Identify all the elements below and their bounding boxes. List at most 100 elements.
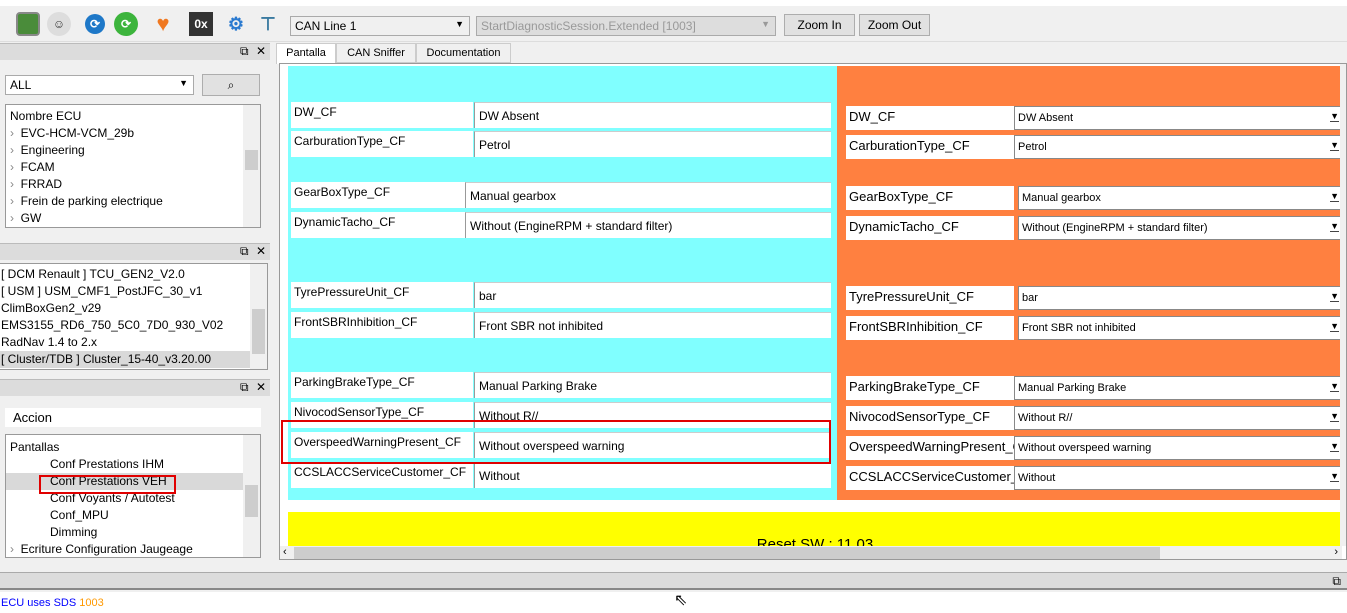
chevron-right-icon: › xyxy=(10,542,21,556)
restore-icon[interactable]: ⧉ xyxy=(240,380,249,394)
tab-pantalla[interactable]: Pantalla xyxy=(276,43,336,64)
list-item[interactable]: [ USM ] USM_CMF1_PostJFC_30_v1 xyxy=(1,284,203,298)
list-item[interactable]: ClimBoxGen2_v29 xyxy=(1,301,102,315)
scrollbar[interactable] xyxy=(243,105,260,227)
tree-item-label: FRRAD xyxy=(20,177,63,191)
new-value-select[interactable]: Without R//▼ xyxy=(1014,406,1341,430)
new-value-select[interactable]: bar▼ xyxy=(1018,286,1341,310)
close-icon[interactable]: ✕ xyxy=(256,44,267,58)
gear-hand-icon[interactable]: ⚙ xyxy=(227,13,245,34)
zoom-out-button[interactable]: Zoom Out xyxy=(859,14,930,36)
can-line-value: CAN Line 1 xyxy=(295,19,357,33)
ecu-panel-header: ⧉✕ xyxy=(0,43,270,60)
qr-search-button[interactable]: ⌕ xyxy=(202,74,260,96)
new-value-select[interactable]: Without overspeed warning▼ xyxy=(1014,436,1341,460)
new-value: Manual Parking Brake xyxy=(1018,382,1127,394)
tree-item[interactable]: Conf Voyants / Autotest xyxy=(50,491,175,505)
param-label: NivocodSensorType_CF xyxy=(291,402,473,428)
list-item[interactable]: [ Cluster/TDB ] Cluster_15-40_v3.20.00 xyxy=(0,351,267,368)
tree-item[interactable]: Conf_MPU xyxy=(50,508,109,522)
chevron-down-icon: ▼ xyxy=(1330,411,1339,422)
chevron-down-icon: ▼ xyxy=(1330,111,1339,122)
tree-item[interactable]: › EVC-HCM-VCM_29b xyxy=(10,125,260,142)
file-panel-header: ⧉✕ xyxy=(0,243,270,260)
new-value-select[interactable]: DW Absent▼ xyxy=(1014,106,1341,130)
param-label: CarburationType_CF xyxy=(846,135,1014,159)
list-item[interactable]: EMS3155_RD6_750_5C0_7D0_930_V02 xyxy=(1,318,224,332)
restore-icon[interactable]: ⧉ xyxy=(1332,574,1341,588)
face-icon[interactable]: ☺ xyxy=(47,12,71,36)
new-value-select[interactable]: Without▼ xyxy=(1014,466,1341,490)
tree-item-label: FCAM xyxy=(20,160,55,174)
tree-item-ecriture[interactable]: › Ecriture Configuration Jaugeage xyxy=(6,541,260,557)
new-value-select[interactable]: Without (EngineRPM + standard filter)▼ xyxy=(1018,216,1341,240)
heart-add-icon[interactable]: ♥ xyxy=(156,11,170,36)
new-value: Petrol xyxy=(1018,141,1047,153)
tree-header[interactable]: Nombre ECU xyxy=(10,108,260,125)
restore-icon[interactable]: ⧉ xyxy=(240,44,249,58)
status-text: ECU uses SDS xyxy=(1,597,77,609)
tree-item-label: Ecriture Configuration Jaugeage xyxy=(20,542,193,556)
param-label: CarburationType_CF xyxy=(291,131,473,157)
refresh-icon[interactable]: ⟳ xyxy=(85,14,105,34)
horizontal-scrollbar[interactable]: ‹› xyxy=(280,546,1342,559)
tree-item[interactable]: › FRRAD xyxy=(10,176,260,193)
tree-item[interactable]: › Engineering xyxy=(10,142,260,159)
tree-item-label: EVC-HCM-VCM_29b xyxy=(20,126,135,140)
new-value-select[interactable]: Manual gearbox▼ xyxy=(1018,186,1341,210)
list-item[interactable]: [ DCM Renault ] TCU_GEN2_V2.0 xyxy=(1,267,185,281)
param-label: CCSLACCServiceCustomer_CF xyxy=(846,466,1014,490)
scrollbar[interactable] xyxy=(250,264,267,369)
chevron-right-icon: › xyxy=(10,126,21,140)
tab-documentation[interactable]: Documentation xyxy=(416,43,511,63)
restore-icon[interactable]: ⧉ xyxy=(240,244,249,258)
param-label: DynamicTacho_CF xyxy=(846,216,1014,240)
tree-item[interactable]: › Frein de parking electrique xyxy=(10,193,260,210)
chevron-down-icon: ▼ xyxy=(1330,140,1339,151)
ecu-filter-select[interactable]: ALL▼ xyxy=(5,75,194,95)
current-value-field: Without R// xyxy=(474,402,831,428)
param-label: NivocodSensorType_CF xyxy=(846,406,1014,430)
new-value-select[interactable]: Petrol ▼ xyxy=(1014,135,1341,159)
selection-highlight xyxy=(281,420,831,464)
tree-item[interactable]: Dimming xyxy=(50,525,98,539)
new-value-select[interactable]: Manual Parking Brake▼ xyxy=(1014,376,1341,400)
current-value-field: Manual Parking Brake xyxy=(474,372,831,398)
tree-item[interactable]: › FCAM xyxy=(10,159,260,176)
tree-item[interactable]: Conf Prestations IHM xyxy=(50,457,165,471)
tab-can-sniffer[interactable]: CAN Sniffer xyxy=(336,43,416,63)
list-item[interactable]: RadNav 1.4 to 2.x xyxy=(1,335,98,349)
ecu-filter-value: ALL xyxy=(10,78,32,92)
toolbar: ☺ ⟳ ⟳ ♥ 0x ⚙ ⊤ CAN Line 1▼ StartDiagnost… xyxy=(0,6,1347,42)
menu-bar xyxy=(0,0,1347,6)
session-select: StartDiagnosticSession.Extended [1003]▼ xyxy=(476,16,776,36)
scrollbar[interactable] xyxy=(243,435,260,557)
new-value-select[interactable]: Front SBR not inhibited▼ xyxy=(1018,316,1341,340)
ecu-tree: Nombre ECU› EVC-HCM-VCM_29b› Engineering… xyxy=(5,104,261,228)
tree-item[interactable]: Conf Prestations VEH xyxy=(6,473,260,490)
param-label: OverspeedWarningPresent_CF xyxy=(291,432,473,458)
current-value-field: Without xyxy=(474,462,831,488)
param-label: DW_CF xyxy=(291,102,473,128)
param-label: TyrePressureUnit_CF xyxy=(846,286,1014,310)
current-value-field: DW Absent xyxy=(474,102,831,128)
monitor-icon[interactable] xyxy=(16,12,40,36)
can-line-select[interactable]: CAN Line 1▼ xyxy=(290,16,470,36)
chevron-down-icon: ▼ xyxy=(1330,471,1339,482)
tree-root-pantallas[interactable]: Pantallas xyxy=(10,440,60,454)
tree-item[interactable]: › GW xyxy=(10,210,260,227)
vertical-scrollbar[interactable] xyxy=(1340,64,1346,546)
action-panel-header: ⧉✕ xyxy=(0,379,270,396)
close-icon[interactable]: ✕ xyxy=(256,380,267,394)
tree-item-label: Nombre ECU xyxy=(10,109,82,123)
hex-icon[interactable]: 0x xyxy=(189,12,213,36)
tree-item-label: Engineering xyxy=(20,143,85,157)
reset-sw-banner: Reset SW : 11.03 xyxy=(288,512,1342,546)
zoom-in-button[interactable]: Zoom In xyxy=(784,14,855,36)
valve-icon[interactable]: ⊤ xyxy=(260,13,276,34)
chevron-down-icon: ▼ xyxy=(1330,321,1339,332)
close-icon[interactable]: ✕ xyxy=(256,244,267,258)
new-value: Without (EngineRPM + standard filter) xyxy=(1022,222,1208,234)
sync-icon[interactable]: ⟳ xyxy=(114,12,138,36)
